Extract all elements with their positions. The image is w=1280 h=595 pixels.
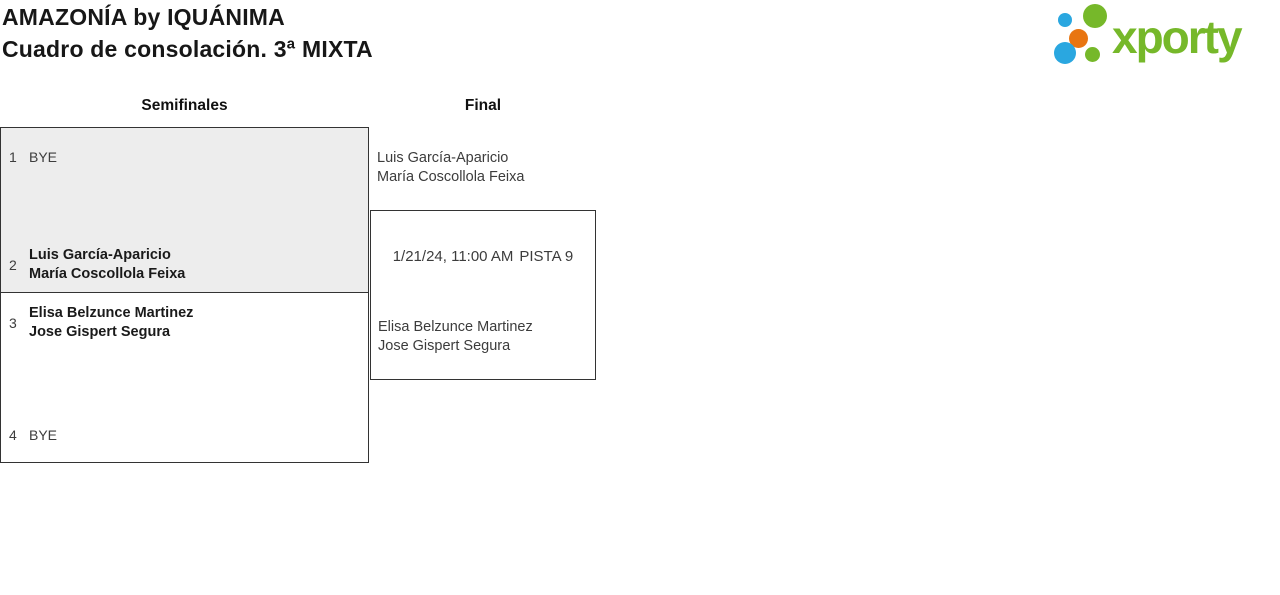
- bracket-slot-seed-2: 2 Luis García-Aparicio María Coscollola …: [9, 246, 185, 284]
- semifinal-match-2: 3 Elisa Belzunce Martinez Jose Gispert S…: [0, 292, 369, 463]
- seed-number: 4: [9, 427, 17, 443]
- xporty-logo[interactable]: xporty: [1050, 0, 1278, 72]
- player-name: Elisa Belzunce Martinez: [378, 319, 533, 335]
- match-datetime: 1/21/24, 11:00 AM: [392, 248, 514, 265]
- logo-dot-green-small-icon: [1085, 47, 1100, 62]
- seed-number: 1: [9, 149, 17, 165]
- bracket-slot-seed-4: 4 BYE: [9, 426, 57, 444]
- final-match-box: 1/21/24, 11:00 AM PISTA 9 Elisa Belzunce…: [370, 210, 596, 380]
- match-schedule: 1/21/24, 11:00 AM PISTA 9: [371, 248, 595, 266]
- final-advancing-team-bottom: Elisa Belzunce Martinez Jose Gispert Seg…: [378, 318, 533, 356]
- match-court: PISTA 9: [519, 248, 574, 265]
- logo-dot-blue-large-icon: [1054, 42, 1076, 64]
- player-name: Jose Gispert Segura: [29, 324, 171, 340]
- page-header: AMAZONÍA by IQUÁNIMA Cuadro de consolaci…: [2, 1, 373, 65]
- player-name: Jose Gispert Segura: [378, 338, 511, 354]
- logo-dot-green-large-icon: [1083, 4, 1107, 28]
- player-name: Elisa Belzunce Martinez: [29, 305, 194, 321]
- bye-label: BYE: [29, 427, 58, 443]
- team-names: Luis García-Aparicio María Coscollola Fe…: [29, 246, 185, 284]
- seed-number: 3: [9, 315, 17, 331]
- page-title: AMAZONÍA by IQUÁNIMA: [2, 4, 285, 30]
- logo-dot-orange-icon: [1069, 29, 1088, 48]
- player-name: Luis García-Aparicio: [29, 247, 171, 263]
- round-header-final: Final: [464, 97, 502, 114]
- round-header-semifinales: Semifinales: [141, 97, 228, 114]
- page-subtitle: Cuadro de consolación. 3ª MIXTA: [2, 36, 373, 62]
- player-name: Luis García-Aparicio: [377, 150, 509, 166]
- logo-dot-blue-small-icon: [1058, 13, 1072, 27]
- seed-number: 2: [9, 257, 17, 273]
- semifinal-match-1: 1 BYE 2 Luis García-Aparicio María Cosco…: [0, 127, 369, 293]
- team-names: Elisa Belzunce Martinez Jose Gispert Seg…: [29, 304, 193, 342]
- bracket-slot-seed-1: 1 BYE: [9, 148, 57, 166]
- bracket-slot-seed-3: 3 Elisa Belzunce Martinez Jose Gispert S…: [9, 304, 193, 342]
- player-name: María Coscollola Feixa: [377, 169, 525, 185]
- bye-label: BYE: [29, 149, 58, 165]
- player-name: María Coscollola Feixa: [29, 266, 186, 282]
- logo-wordmark: xporty: [1112, 11, 1243, 63]
- final-advancing-team-top: Luis García-Aparicio María Coscollola Fe…: [377, 149, 524, 187]
